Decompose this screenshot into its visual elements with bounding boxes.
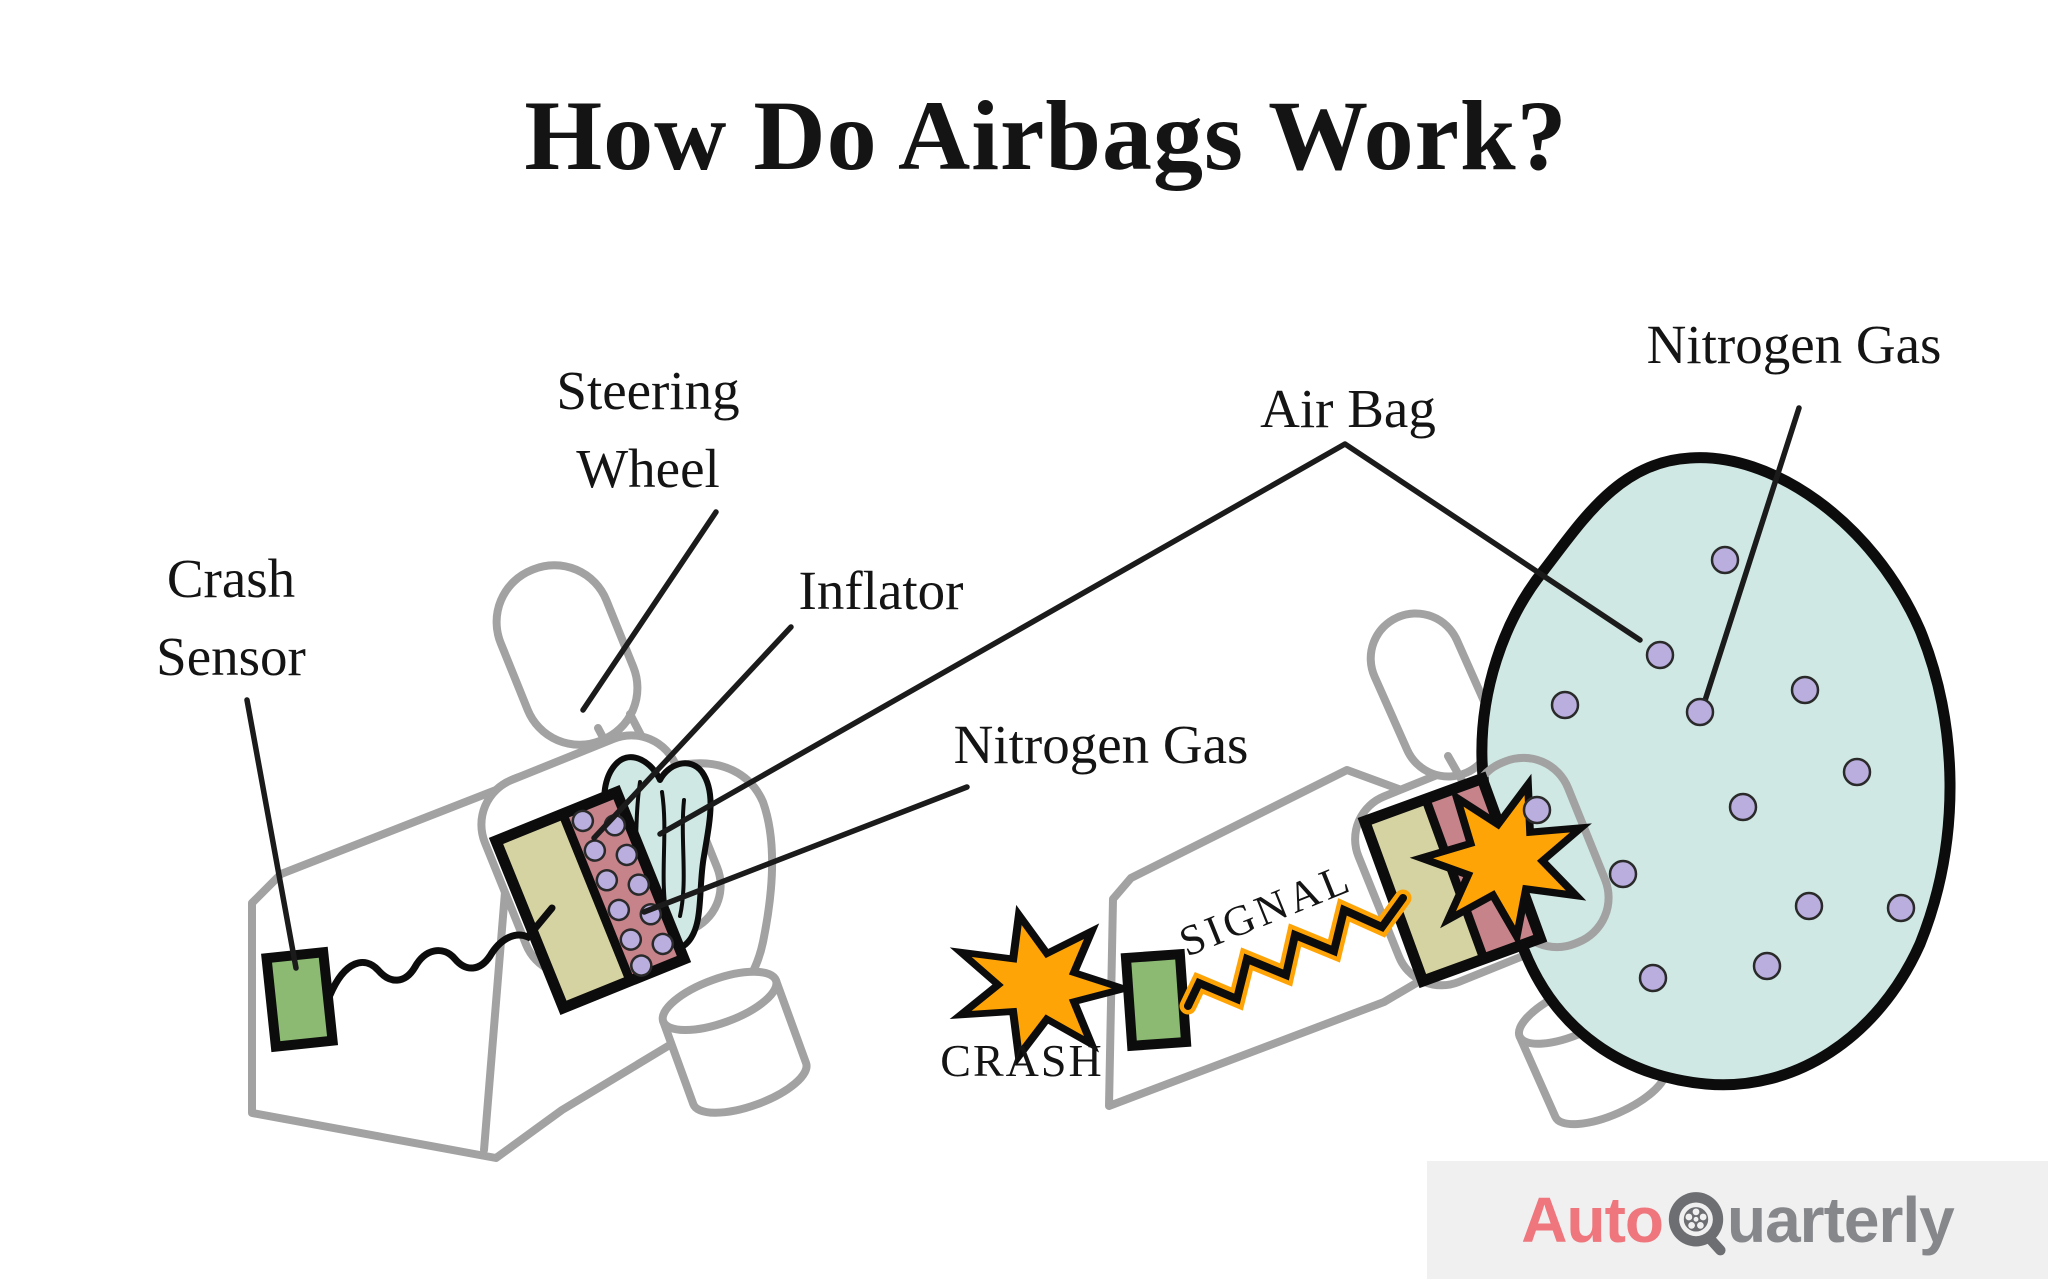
logo-text-quarterly: uarterly xyxy=(1726,1184,1955,1256)
crash-sensor-label-line1: Crash xyxy=(166,548,296,609)
nitrogen-left-pointer xyxy=(641,784,970,915)
tire-wheel-icon xyxy=(1668,1192,1726,1256)
crash-sensor-label-line2: Sensor xyxy=(156,626,306,688)
steering-wheel-rim-icon xyxy=(492,561,642,749)
inflator-pointer xyxy=(591,624,794,841)
air-bag-pointer xyxy=(657,441,1643,837)
label-pointer-lines xyxy=(244,405,1802,971)
sensor-wire xyxy=(326,904,556,999)
nitrogen-gas-label-right: Nitrogen Gas xyxy=(1646,314,1942,375)
logo-text-auto: Auto xyxy=(1521,1184,1664,1256)
crash-sensor xyxy=(261,946,339,1053)
signal-zigzag xyxy=(1179,889,1412,1015)
steering-wheel-rim-cylinder xyxy=(658,967,811,1117)
inflator-label: Inflator xyxy=(798,560,964,621)
steering-wheel-label: Steering Wheel xyxy=(556,352,739,508)
crash-sensor-right xyxy=(1120,948,1192,1052)
crash-sensor-pointer xyxy=(244,697,299,971)
auto-quarterly-logo: Auto uarterly xyxy=(1427,1161,2048,1279)
pre-crash-diagram xyxy=(248,561,811,1162)
nitrogen-right-pointer xyxy=(1698,405,1802,716)
steering-wheel-label-line2: Wheel xyxy=(576,438,720,500)
page-title: How Do Airbags Work? xyxy=(524,80,1568,191)
nitrogen-molecules xyxy=(1522,545,1916,993)
steering-wheel-pointer xyxy=(580,509,719,713)
ignition-burst-icon xyxy=(1409,773,1592,948)
nitrogen-gas-label-left: Nitrogen Gas xyxy=(953,714,1249,775)
air-bag-label: Air Bag xyxy=(1260,378,1436,439)
propellant-pellets xyxy=(571,809,675,977)
crash-caption: CRASH xyxy=(940,1035,1104,1086)
crash-sensor-label: Crash Sensor xyxy=(156,540,306,696)
steering-wheel-label-line1: Steering xyxy=(556,360,740,421)
steering-wheel-rim-icon-right xyxy=(1366,609,1498,781)
crash-star-icon xyxy=(949,904,1137,1066)
